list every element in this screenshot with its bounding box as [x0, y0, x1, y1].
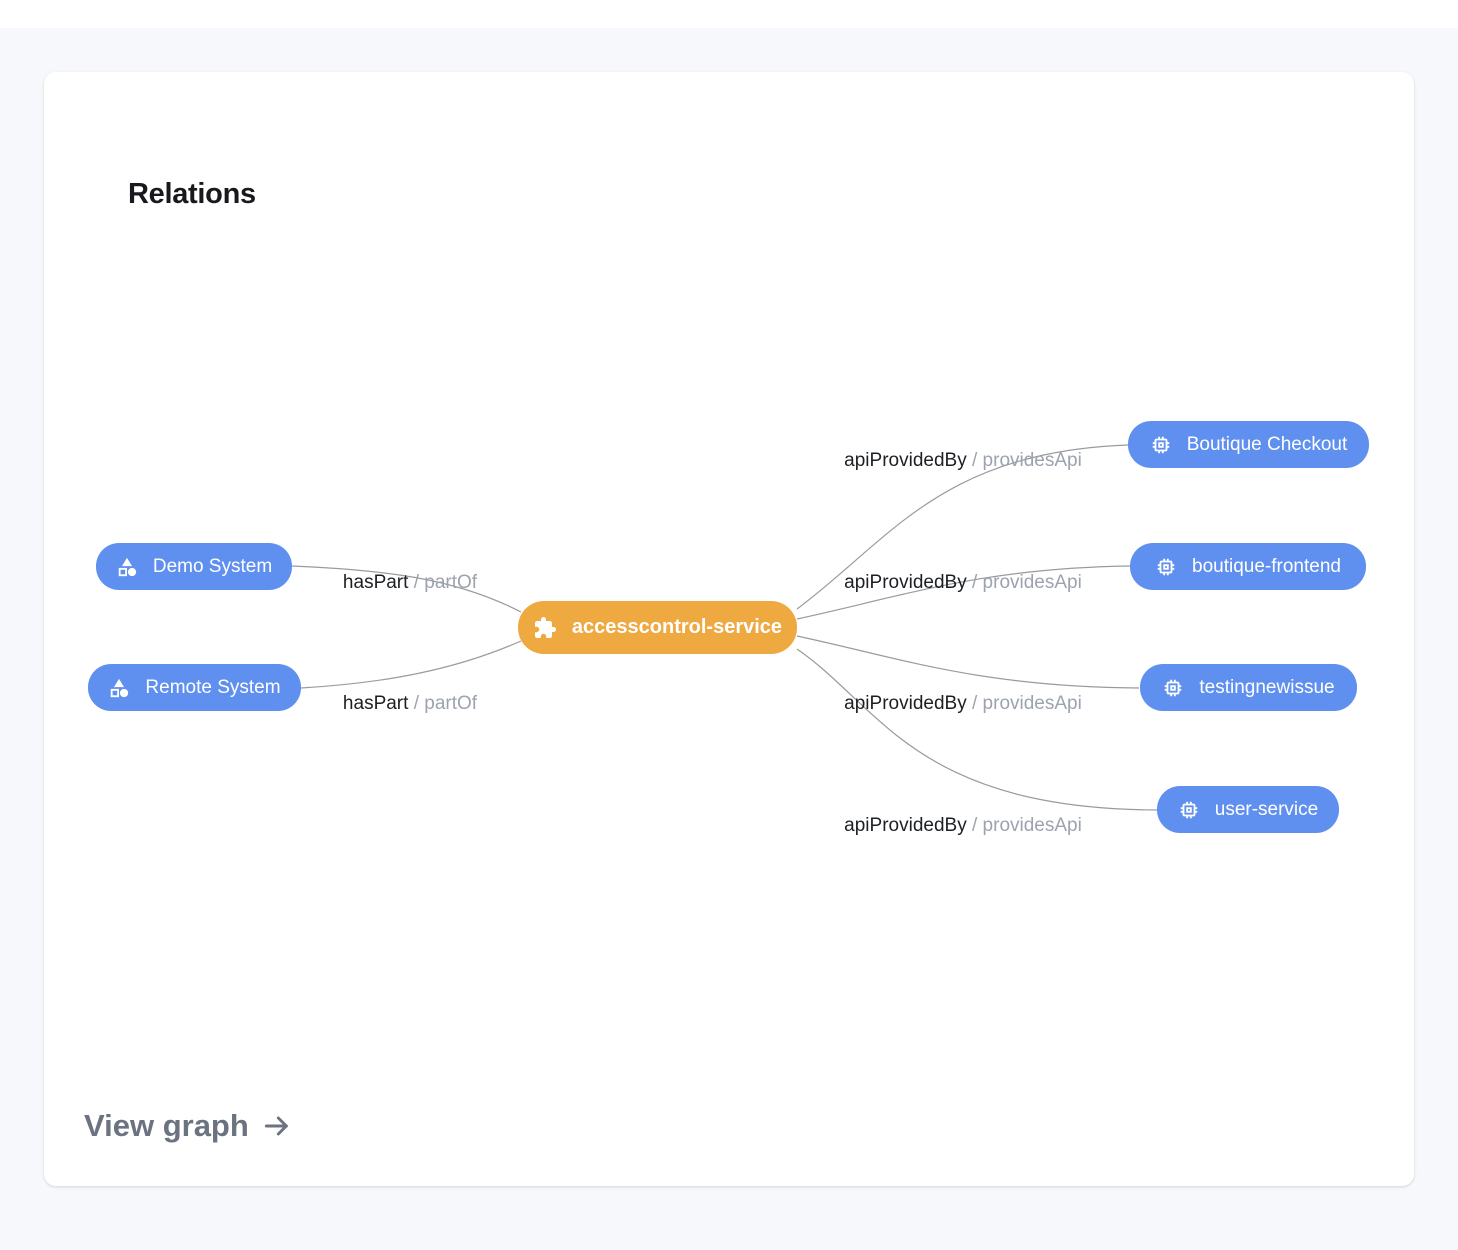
edge-label-haspart-2: hasPart / partOf: [343, 693, 477, 715]
edge-label-primary: hasPart: [342, 572, 409, 593]
edge-label-apiprovidedby-4: apiProvidedBy / providesApi: [844, 815, 1082, 837]
puzzle-icon: [533, 616, 557, 640]
edge-label-secondary: partOf: [424, 572, 478, 593]
node-label: testingnewissue: [1199, 676, 1335, 698]
edge-label-primary: apiProvidedBy: [844, 815, 967, 836]
node-remote-system[interactable]: Remote System: [88, 664, 301, 711]
node-label: Boutique Checkout: [1186, 433, 1348, 455]
node-label: user-service: [1214, 798, 1319, 820]
edge-label-apiprovidedby-2: apiProvidedBy / providesApi: [844, 572, 1082, 594]
edge-label-primary: apiProvidedBy: [844, 693, 967, 714]
view-graph-label: View graph: [84, 1108, 249, 1143]
edge-label-separator: /: [971, 450, 978, 471]
edge-label-separator: /: [413, 693, 419, 714]
node-demo-system[interactable]: Demo System: [96, 543, 292, 590]
edge-label-apiprovidedby-3: apiProvidedBy / providesApi: [844, 693, 1082, 715]
edge-label-haspart-1: hasPart / partOf: [343, 572, 477, 594]
category-icon: [108, 677, 130, 699]
node-testingnewissue[interactable]: testingnewissue: [1140, 664, 1357, 711]
chip-icon: [1162, 677, 1184, 699]
node-label: accesscontrol-service: [571, 616, 783, 638]
edge-label-secondary: providesApi: [982, 450, 1082, 471]
edge-label-secondary: providesApi: [982, 815, 1082, 836]
edge-label-apiprovidedby-1: apiProvidedBy / providesApi: [844, 450, 1082, 472]
view-graph-link[interactable]: View graph: [84, 1108, 293, 1144]
edge-label-secondary: partOf: [424, 693, 478, 714]
node-label: Remote System: [145, 676, 281, 698]
node-boutique-checkout[interactable]: Boutique Checkout: [1128, 421, 1369, 468]
arrow-right-icon: [261, 1110, 293, 1142]
node-accesscontrol-service[interactable]: accesscontrol-service: [518, 601, 797, 654]
edge-label-primary: apiProvidedBy: [844, 572, 967, 593]
page-title: Relations: [128, 178, 256, 210]
edge-label-primary: hasPart: [342, 693, 409, 714]
edge-label-secondary: providesApi: [982, 572, 1082, 593]
category-icon: [116, 556, 138, 578]
edge-label-primary: apiProvidedBy: [844, 450, 967, 471]
chip-icon: [1155, 556, 1177, 578]
edge-label-separator: /: [971, 693, 978, 714]
node-label: Demo System: [152, 555, 273, 577]
chip-icon: [1150, 434, 1172, 456]
edge-label-secondary: providesApi: [982, 693, 1082, 714]
chip-icon: [1178, 799, 1200, 821]
edge-label-separator: /: [971, 815, 978, 836]
node-boutique-frontend[interactable]: boutique-frontend: [1130, 543, 1366, 590]
node-user-service[interactable]: user-service: [1157, 786, 1339, 833]
node-label: boutique-frontend: [1192, 555, 1341, 577]
edge-label-separator: /: [971, 572, 978, 593]
edge-label-separator: /: [413, 572, 419, 593]
top-strip: [0, 0, 1458, 28]
